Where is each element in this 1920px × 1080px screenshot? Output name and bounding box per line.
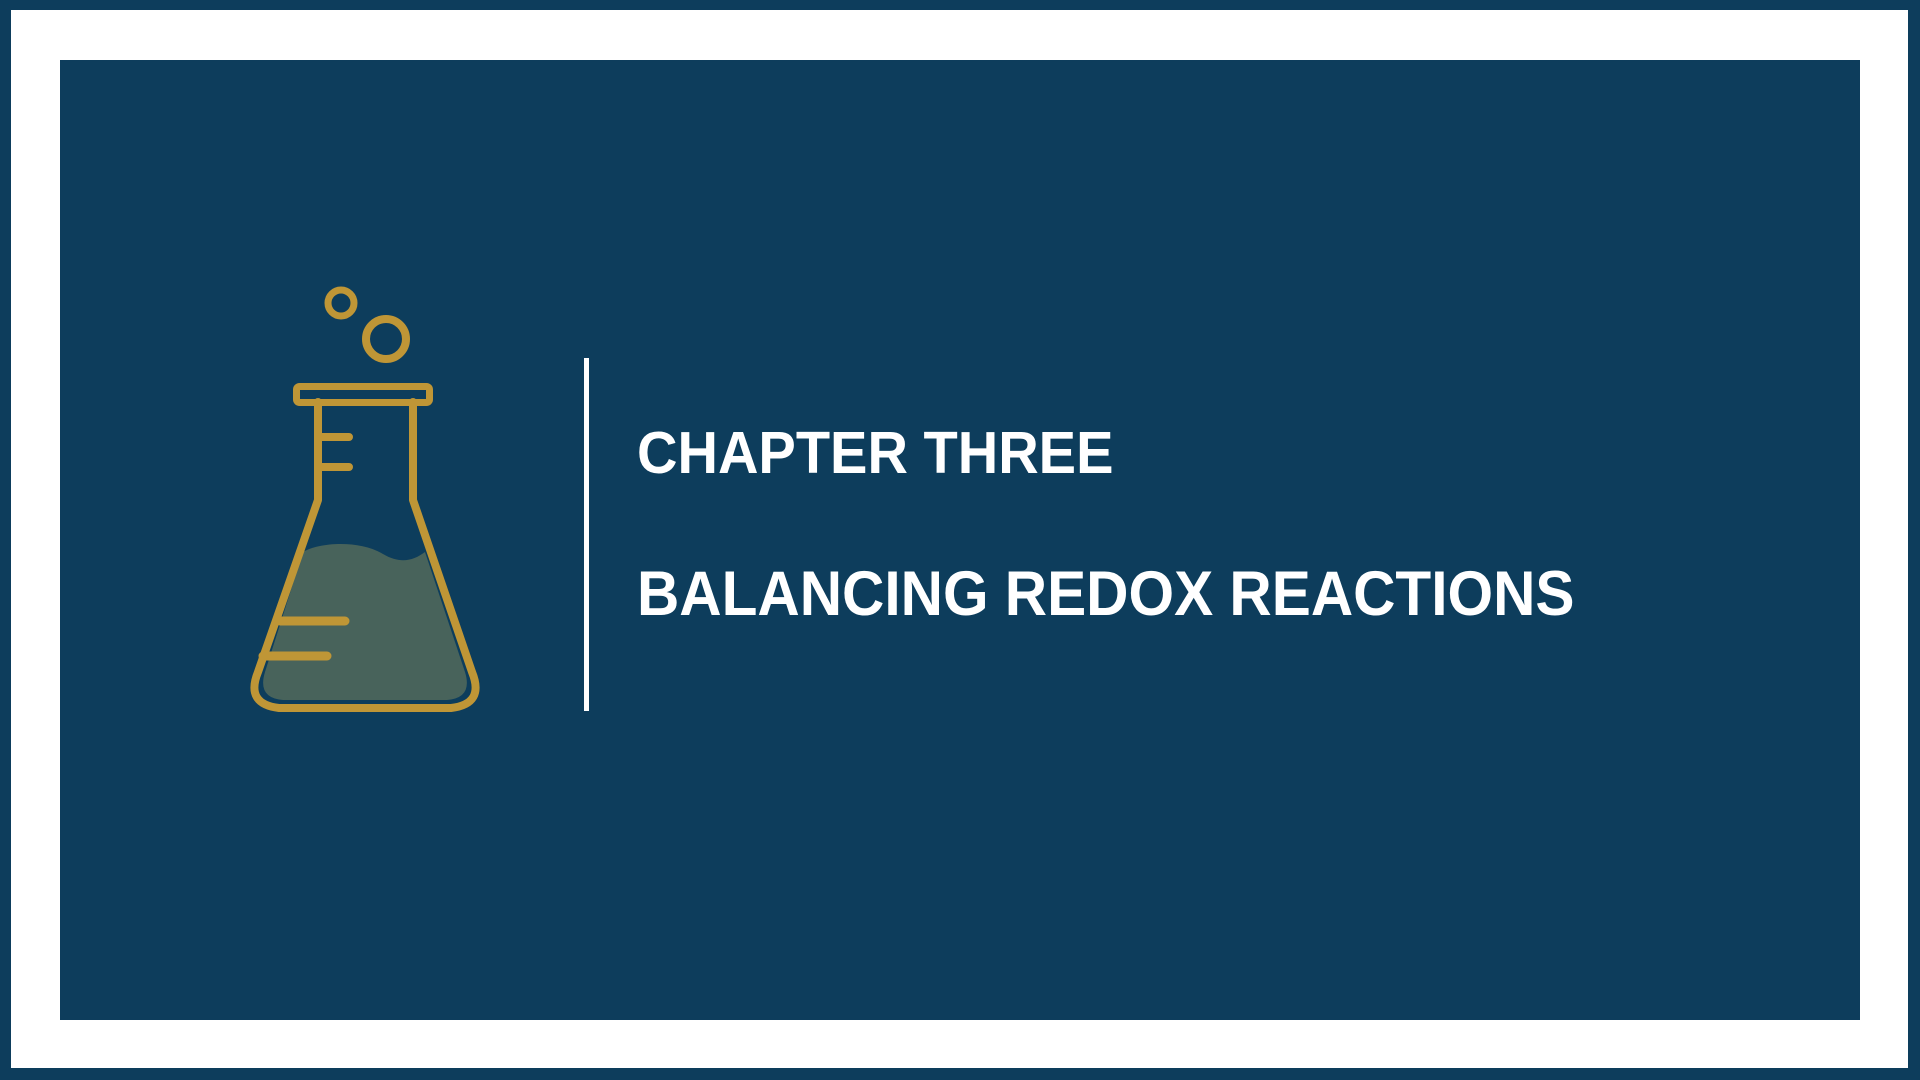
erlenmeyer-flask-icon: [250, 286, 480, 712]
neck-graduation-ticks: [317, 433, 353, 471]
flask-liquid: [263, 544, 467, 700]
body-graduation-lines: [258, 616, 350, 661]
flask-body-outline: [250, 398, 480, 712]
chapter-title: BALANCING REDOX REACTIONS: [637, 559, 1575, 629]
flask-rim: [293, 383, 433, 406]
bubble-large-icon: [362, 315, 410, 363]
chapter-label: CHAPTER THREE: [637, 420, 1114, 486]
divider-line: [584, 358, 589, 711]
bubble-small-icon: [324, 286, 358, 320]
slide-panel: CHAPTER THREE BALANCING REDOX REACTIONS: [60, 60, 1860, 1020]
